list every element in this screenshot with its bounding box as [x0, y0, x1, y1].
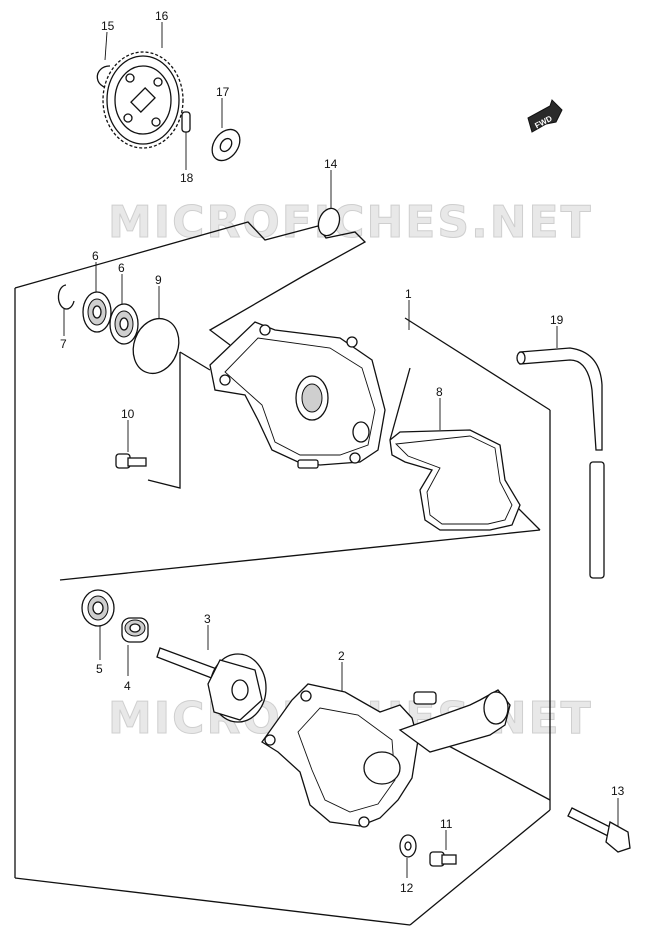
part-4-mechanical-seal[interactable] [121, 617, 149, 643]
callout-18: 18 [180, 171, 194, 185]
callouts: 15 16 17 18 14 6 6 7 9 1 8 10 19 3 2 4 5… [60, 9, 625, 895]
part-2-pump-cover[interactable] [261, 683, 511, 828]
part-5-oil-seal[interactable] [81, 589, 115, 627]
part-1-pump-case[interactable] [209, 321, 386, 469]
part-13-long-bolt[interactable] [567, 807, 631, 853]
part-10-bolt[interactable] [115, 453, 147, 469]
callout-6a: 6 [92, 249, 99, 263]
callout-6b: 6 [118, 261, 125, 275]
callout-19: 19 [550, 313, 564, 327]
callout-13: 13 [611, 784, 625, 798]
part-3-impeller-shaft[interactable] [156, 647, 267, 723]
part-11-bolt[interactable] [429, 851, 457, 867]
part-17-washer[interactable] [206, 124, 245, 166]
part-6-bearing-a[interactable] [82, 291, 112, 333]
part-6-bearing-b[interactable] [109, 303, 139, 345]
leader-lines [63, 22, 619, 878]
part-19-hose[interactable] [516, 347, 605, 579]
callout-8: 8 [436, 385, 443, 399]
callout-9: 9 [155, 273, 162, 287]
callout-4: 4 [124, 679, 131, 693]
callout-10: 10 [121, 407, 135, 421]
callout-7: 7 [60, 337, 67, 351]
callout-1: 1 [405, 287, 412, 301]
callout-3: 3 [204, 612, 211, 626]
watermark-top: MICROFICHES.NET [108, 197, 593, 248]
fwd-arrow-icon: FWD [527, 99, 563, 133]
part-16-gear[interactable] [102, 51, 184, 149]
callout-15: 15 [101, 19, 115, 33]
part-8-gasket[interactable] [389, 429, 521, 531]
callout-17: 17 [216, 85, 230, 99]
callout-11: 11 [440, 817, 453, 831]
callout-5: 5 [96, 662, 103, 676]
part-18-pin[interactable] [181, 111, 191, 133]
part-14-o-ring[interactable] [315, 205, 343, 238]
part-9-o-ring[interactable] [126, 312, 186, 380]
part-7-circlip[interactable] [57, 284, 75, 310]
callout-14: 14 [324, 157, 338, 171]
callout-2: 2 [338, 649, 345, 663]
callout-16: 16 [155, 9, 169, 23]
part-12-washer[interactable] [399, 834, 417, 858]
callout-12: 12 [400, 881, 414, 895]
